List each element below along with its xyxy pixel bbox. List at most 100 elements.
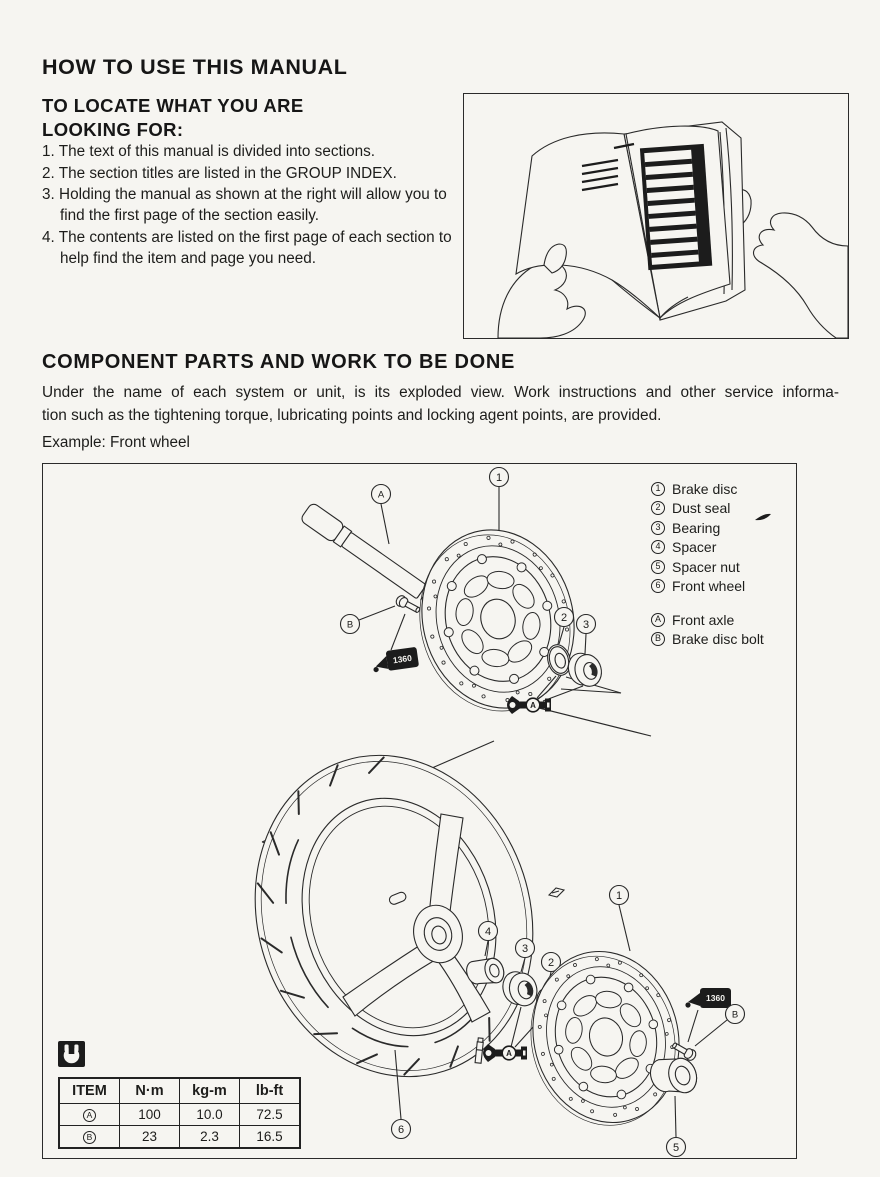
threadlock-icon-1: 1360 [371,646,420,673]
item-cell: A [58,1103,120,1126]
locate-instructions: 1. The text of this manual is divided in… [42,141,474,269]
torque-letter: A [506,1049,512,1058]
callout-A-text: A [378,490,385,501]
bolt-to-threadlock-line [687,1009,699,1043]
threadlock-label: 1360 [392,653,412,666]
list-item: 1. The text of this manual is divided in… [42,141,474,162]
legend-row: 3 Bearing [651,518,797,538]
item-text: The contents are listed on the first pag… [58,228,452,267]
callout-1b-text: 1 [616,890,622,902]
value-cell: 2.3 [179,1125,240,1149]
rim-weight-chip [547,887,566,898]
callout-4-text: 4 [485,926,491,938]
callout-3b-text: 3 [522,943,528,955]
page-edge-line [725,127,733,291]
callout-3b [514,937,536,959]
component-heading: COMPONENT PARTS AND WORK TO BE DONE [42,351,516,373]
bolt-to-threadlock-line [390,613,406,651]
bearing-2 [502,971,538,1007]
torque-wrench-badge-icon [58,1041,85,1067]
item-number: 4. [42,228,55,246]
leader-line-2 [558,626,565,645]
callout-1-text: 1 [496,472,502,484]
front-wheel-rim [301,797,497,1037]
callout-2 [553,606,575,628]
left-thumb [543,243,567,274]
example-label: Example: Front wheel [42,434,190,451]
leader-line-Bb [694,1019,728,1047]
wheel-spoke [428,813,464,921]
torque-table-header-row: ITEM N·m kg-m lb-ft [58,1077,301,1104]
item-text: Holding the manual as shown at the right… [59,186,447,224]
callout-2b-text: 2 [548,957,554,969]
torque-spec-block: ITEM N·m kg-m lb-ft A 100 10.0 72.5 B 23… [58,1041,301,1149]
exploded-view-box: A 1 B 1360 2 [42,463,797,1159]
value-cell: 100 [119,1103,180,1126]
right-hand [753,212,849,339]
locate-heading-line1: TO LOCATE WHAT YOU ARE [42,95,304,116]
locate-heading: TO LOCATE WHAT YOU ARE LOOKING FOR: [42,94,304,142]
callout-Bb [724,1003,746,1025]
part-label: Brake disc [672,480,738,497]
torque-leader [536,675,557,699]
callout-B [339,613,361,635]
callout-6-text: 6 [398,1124,404,1136]
callout-3 [575,613,597,635]
part-label: Spacer [672,539,717,556]
fastener-label: Front axle [672,611,735,628]
spacer-nut [649,1057,698,1094]
part-number-badge: 5 [651,559,665,574]
torque-leader [510,1006,522,1048]
paragraph-line: tion such as the tightening torque, lubr… [42,406,662,424]
part-label: Front wheel [672,578,746,595]
item-number: 2. [42,164,55,182]
callout-1b [608,884,630,906]
book-illustration-box [463,93,849,339]
group-index-thumbnail [639,143,713,271]
col-header: kg-m [179,1077,240,1104]
wheel-spoke [434,945,491,1023]
leader-line-A [380,503,390,545]
threadlock-label: 1360 [706,993,725,1003]
torque-wrench-icon-2: A [482,1043,528,1063]
torque-wrench-icon-1: A [506,695,552,715]
list-item: 2. The section titles are listed in the … [42,163,474,184]
stray-mark [755,513,771,521]
callout-5 [665,1136,687,1158]
page-text-lines [581,142,635,192]
valve-stem [474,1037,484,1064]
value-cell: 10.0 [179,1103,240,1126]
brake-disc-2 [510,934,699,1143]
part-label: Bearing [672,519,721,536]
leader-line-4 [484,940,489,957]
list-item: 4. The contents are listed on the first … [42,227,474,269]
callout-5-text: 5 [673,1142,679,1154]
leader-line-3b [520,957,526,973]
legend-row: A Front axle [651,610,797,630]
leader-line-3 [584,633,587,655]
paragraph-line: Under the name of each system or unit, i… [42,384,839,401]
fastener-letter-badge: A [651,612,665,627]
col-header: N·m [119,1077,180,1104]
leader-line-5 [674,1095,677,1138]
value-cell: 16.5 [239,1125,301,1149]
callout-6 [390,1118,412,1140]
callout-3-text: 3 [583,619,589,631]
item-text: The text of this manual is divided into … [58,143,376,160]
item-badge: A [83,1108,96,1122]
fastener-label: Brake disc bolt [672,631,764,648]
callout-2b [540,951,562,973]
item-badge: B [83,1130,96,1144]
part-number-badge: 3 [651,520,665,535]
torque-table-row: A 100 10.0 72.5 [58,1103,301,1126]
torque-table: ITEM N·m kg-m lb-ft A 100 10.0 72.5 B 23… [58,1077,301,1149]
threadlock-icon-2: 1360 [685,988,731,1008]
leader-line-1b [618,904,631,952]
dust-seal-1 [547,644,571,676]
